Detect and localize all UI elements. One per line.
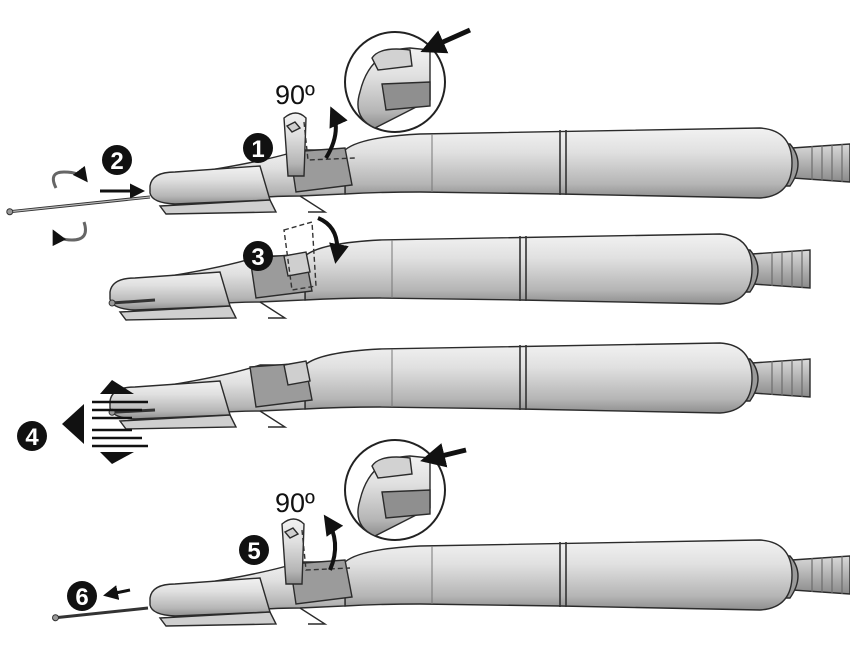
- curved-arrow-icon: [324, 106, 348, 160]
- release-lever-up: [283, 112, 356, 177]
- step-badge-6: 6: [67, 581, 97, 611]
- svg-text:2: 2: [110, 148, 123, 175]
- svg-text:1: 1: [251, 136, 264, 163]
- push-arrows-icon: [62, 380, 148, 464]
- burr-tool-1: [4, 192, 152, 217]
- svg-text:3: 3: [251, 244, 264, 271]
- angle-label-bottom: 90º: [275, 488, 315, 518]
- step-badge-2: 2: [102, 145, 132, 175]
- svg-text:6: 6: [75, 584, 88, 611]
- burr-tool-2: [108, 298, 156, 307]
- arrow-left-icon: [420, 443, 467, 468]
- step-badge-4: 4: [17, 421, 47, 451]
- step-badge-1: 1: [243, 133, 273, 163]
- rotate-ccw-icon: [52, 221, 87, 247]
- step-badge-3: 3: [243, 241, 273, 271]
- handpiece-row-3: [109, 342, 811, 430]
- handpiece-row-4: [149, 514, 850, 627]
- curved-arrow-icon: [323, 514, 344, 571]
- angle-label-top: 90º: [275, 80, 315, 110]
- handpiece-row-1: [149, 106, 850, 215]
- magnifier-callout-icon: [344, 439, 467, 541]
- handpiece-row-2: [109, 233, 811, 321]
- rotate-cw-icon: [51, 165, 88, 189]
- curved-arrow-icon: [317, 216, 349, 264]
- arrow-left-icon: [420, 27, 472, 54]
- magnifier-callout-icon: [344, 27, 472, 133]
- svg-text:4: 4: [25, 424, 39, 451]
- lever-ghost-outline: [283, 221, 317, 291]
- arrow-left-icon: [103, 585, 131, 600]
- step-badge-5: 5: [239, 535, 269, 565]
- svg-text:5: 5: [247, 538, 260, 565]
- burr-tool-4: [52, 606, 149, 622]
- release-lever-up: [281, 518, 351, 585]
